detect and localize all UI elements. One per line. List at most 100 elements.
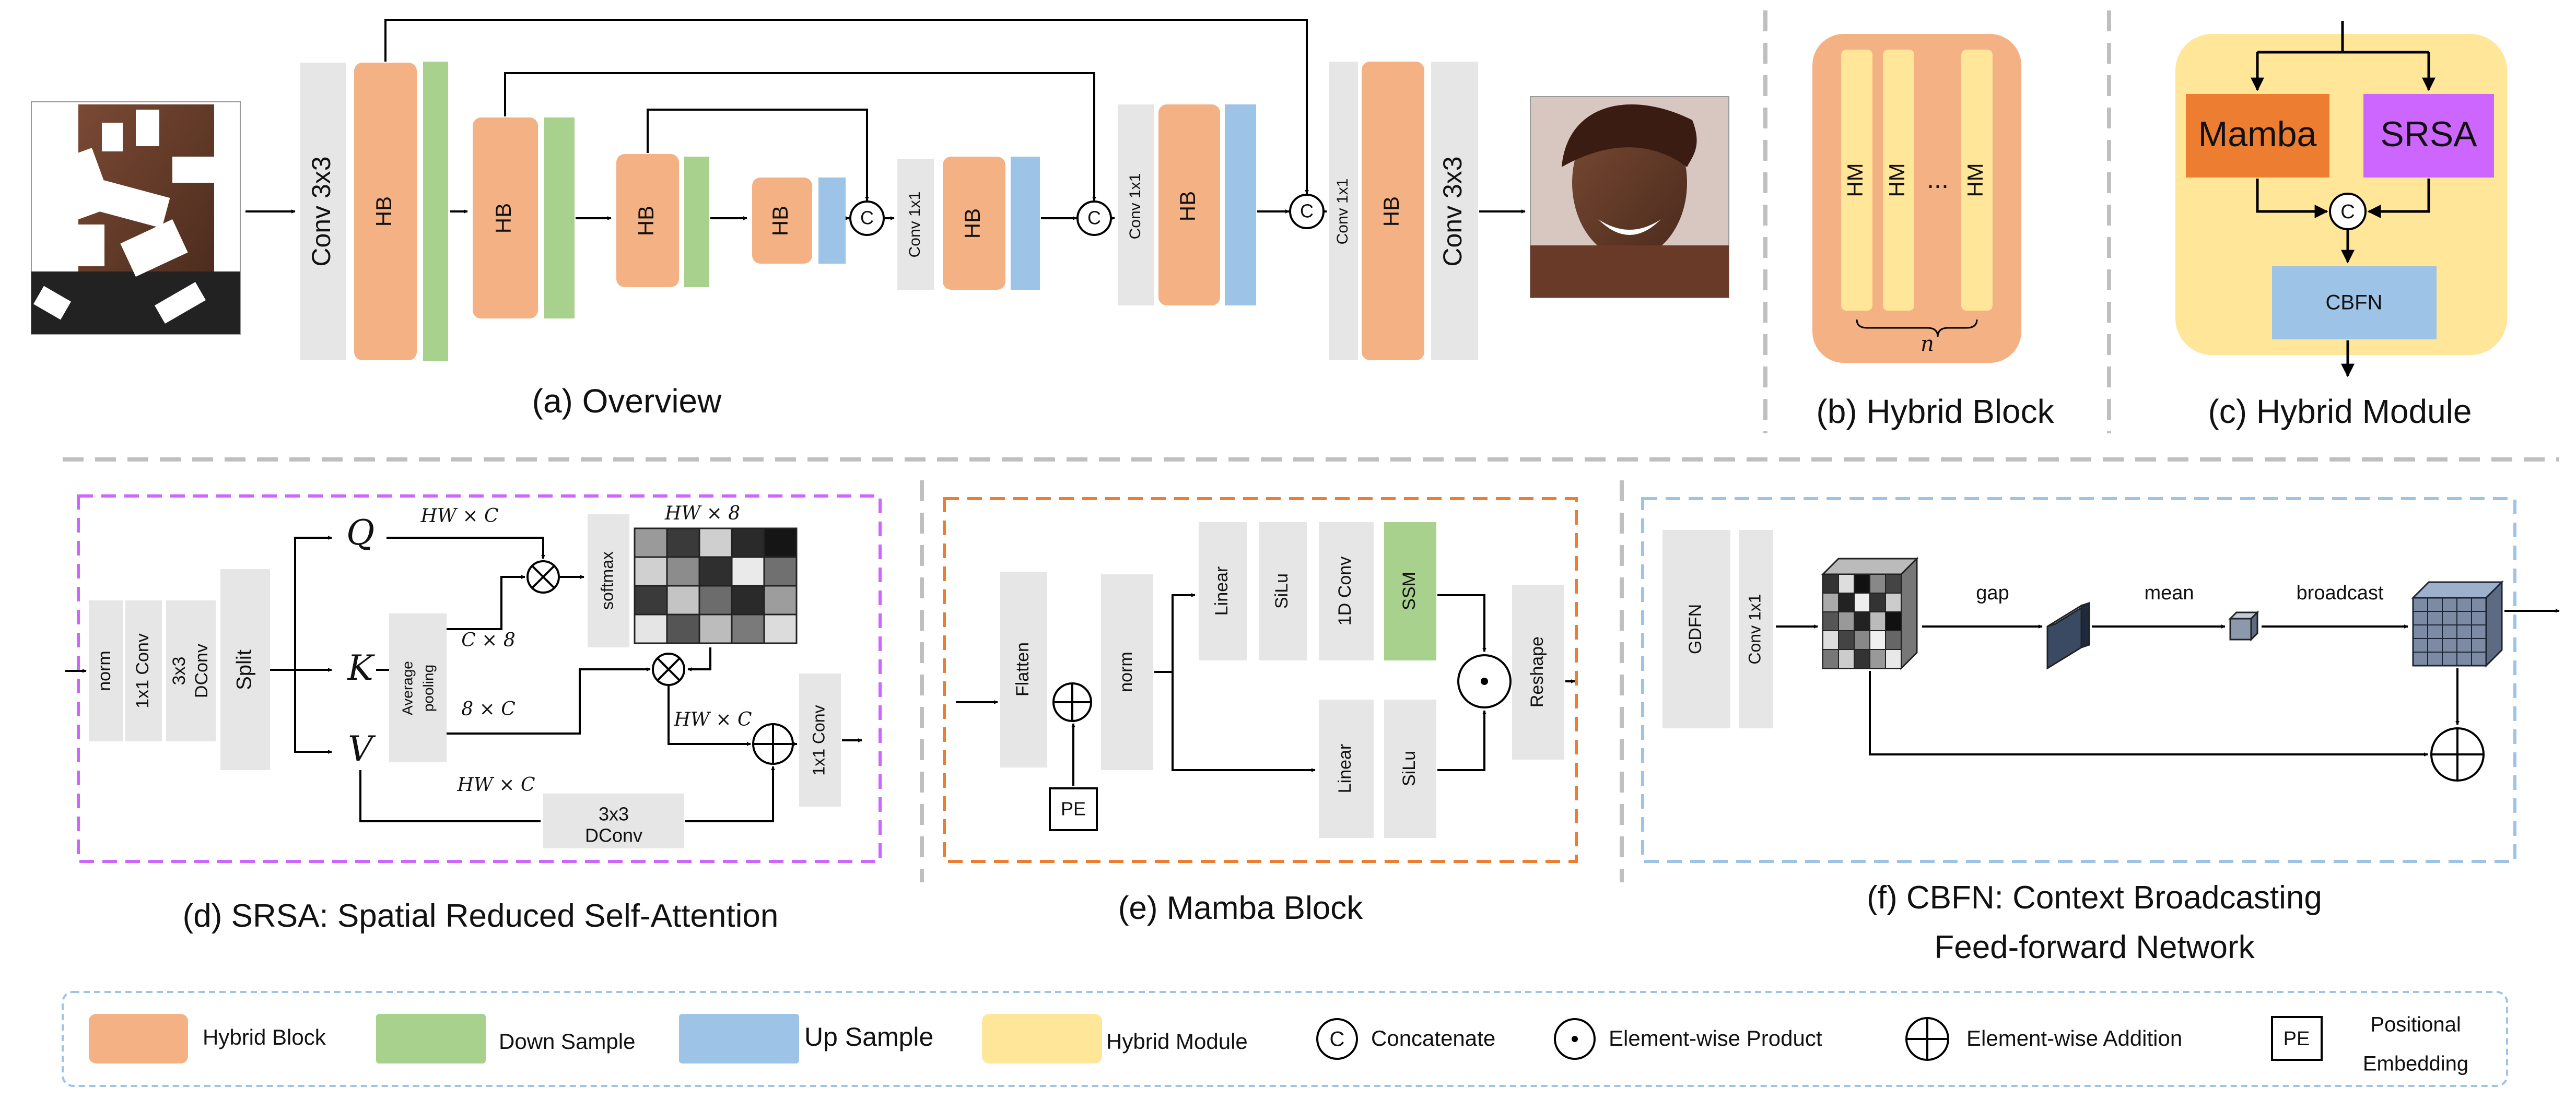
overview-conv3x3-in	[300, 63, 346, 360]
hb-level4	[752, 178, 812, 264]
srsa-hw-c-right: HW × C	[674, 709, 752, 730]
concat-node-2-label: C	[1087, 207, 1101, 229]
mamba-silu-top-label: SiLu	[1272, 573, 1292, 609]
srsa-hw-c-top: HW × C	[420, 505, 499, 527]
mamba-conv1d-label: 1D Conv	[1335, 557, 1355, 625]
srsa-norm	[89, 600, 123, 741]
overview-conv3x3-out-label: Conv 3x3	[1438, 156, 1467, 266]
cbfn-box-label: CBFN	[2326, 291, 2383, 314]
hb-decoder-3-label: HB	[960, 208, 985, 239]
hb-level2	[473, 117, 538, 318]
cbfn-caption-line2: Feed-forward Network	[1934, 929, 2255, 965]
down-sample-3	[684, 157, 709, 287]
up-sample-3	[1225, 104, 1256, 305]
mamba-reshape	[1512, 585, 1564, 760]
srsa-avg-pool	[389, 613, 447, 762]
srsa-avg-pool-label-a: Average	[399, 661, 415, 715]
srsa-hw-8: HW × 8	[664, 503, 740, 524]
srsa-conv1x1-label: 1x1 Conv	[133, 633, 153, 708]
srsa-softmax	[588, 514, 629, 647]
legend-product: Element-wise Product	[1609, 1026, 1822, 1050]
decoder-conv1x1-1-label: Conv 1x1	[1334, 179, 1351, 245]
legend-concat-symbol-label: C	[1330, 1028, 1345, 1051]
mamba-ssm-label: SSM	[1399, 572, 1419, 610]
panel-dividers	[63, 10, 2559, 882]
hb-level1	[354, 63, 417, 360]
concat-node-3-label: C	[1300, 200, 1314, 222]
overview-flow-arrows	[245, 19, 1526, 220]
srsa-conv1x1	[125, 600, 162, 741]
cbfn-mean-point	[2228, 610, 2259, 642]
hb-level2-label: HB	[491, 203, 516, 233]
legend-down-sample: Down Sample	[499, 1029, 635, 1054]
cbfn-feature-cube	[1821, 557, 1919, 670]
hm-bar-1-label: HM	[1843, 163, 1867, 197]
srsa-norm-label: norm	[95, 651, 114, 691]
mamba-conv1d	[1319, 522, 1374, 660]
srsa-8-c: 8 × C	[461, 699, 516, 720]
hb-decoder-1-label: HB	[1379, 196, 1403, 227]
decoder-conv1x1-3-label: Conv 1x1	[906, 192, 923, 258]
srsa-box-label: SRSA	[2380, 114, 2477, 154]
mamba-box	[2186, 94, 2329, 178]
overview-conv3x3-out	[1431, 62, 1478, 360]
decoder-conv1x1-3	[897, 159, 934, 290]
cbfn-gdfn	[1662, 530, 1730, 728]
legend-hybrid-block: Hybrid Block	[203, 1025, 326, 1049]
srsa-bottom-dconv-label-a: 3x3	[599, 803, 629, 825]
srsa-k: K	[347, 648, 375, 688]
mamba-linear-top	[1199, 522, 1247, 660]
up-sample-1	[818, 178, 846, 264]
hb-decoder-1	[1362, 62, 1424, 360]
srsa-avg-pool-label-b: pooling	[420, 665, 436, 712]
hybrid-module-caption: (c) Hybrid Module	[2208, 393, 2472, 430]
cbfn-border	[1641, 497, 2516, 863]
decoder-conv1x1-2-label: Conv 1x1	[1127, 173, 1144, 240]
cbfn-gap-label: gap	[1976, 582, 2009, 604]
hm-concat-label: C	[2340, 201, 2355, 223]
legend-up-sample: Up Sample	[804, 1022, 933, 1051]
cbfn-gap-tile	[2046, 601, 2090, 670]
cbfn-mean-label: mean	[2144, 582, 2194, 604]
legend-swatch-down-sample	[376, 1014, 486, 1063]
hm-concat-node	[2329, 193, 2367, 230]
mamba-flatten-label: Flatten	[1013, 642, 1033, 696]
down-sample-2	[544, 117, 575, 318]
mamba-silu-bottom	[1384, 700, 1436, 838]
legend-border	[62, 991, 2508, 1087]
mamba-silu-bottom-label: SiLu	[1399, 751, 1419, 786]
legend-concatenate: Concatenate	[1371, 1026, 1495, 1050]
srsa-dconv-label-b: DConv	[192, 644, 212, 698]
legend: Hybrid Block Down Sample Up Sample Hybri…	[62, 991, 2508, 1087]
mamba-pe-label: PE	[1061, 798, 1086, 820]
cbfn-gdfn-label: GDFN	[1685, 604, 1705, 654]
mamba-panel: Flatten PE norm Linear SiLu 1D Conv SSM …	[943, 497, 1578, 926]
legend-swatch-hybrid-module	[982, 1014, 1102, 1063]
down-sample-1	[423, 62, 448, 361]
srsa-softmax-label: softmax	[598, 551, 616, 610]
srsa-dconv-label-a: 3x3	[169, 657, 189, 686]
srsa-border	[77, 494, 882, 863]
cbfn-panel: GDFN Conv 1x1	[1641, 497, 2560, 965]
cbfn-broadcast-cube	[2411, 580, 2504, 668]
hb-decoder-2-label: HB	[1175, 191, 1200, 221]
legend-pe-symbol: PE	[2284, 1028, 2310, 1050]
hm-bar-2-label: HM	[1884, 163, 1909, 197]
overview-caption: (a) Overview	[532, 382, 722, 420]
legend-addition-symbol	[1905, 1017, 1949, 1061]
srsa-v: V	[348, 729, 376, 769]
srsa-box	[2363, 94, 2494, 178]
srsa-attention-map	[634, 527, 798, 644]
srsa-c-8: C × 8	[461, 630, 516, 651]
hb-level4-label: HB	[768, 206, 792, 236]
mamba-arrows	[956, 593, 1575, 786]
hb-decoder-2	[1158, 104, 1220, 305]
hm-brace	[1856, 319, 1978, 337]
mamba-norm	[1101, 574, 1153, 770]
mamba-product-dot	[1481, 678, 1488, 685]
cbfn-box	[2272, 266, 2437, 339]
cbfn-caption-line1: (f) CBFN: Context Broadcasting	[1867, 880, 2322, 916]
hb-level3	[616, 154, 679, 287]
